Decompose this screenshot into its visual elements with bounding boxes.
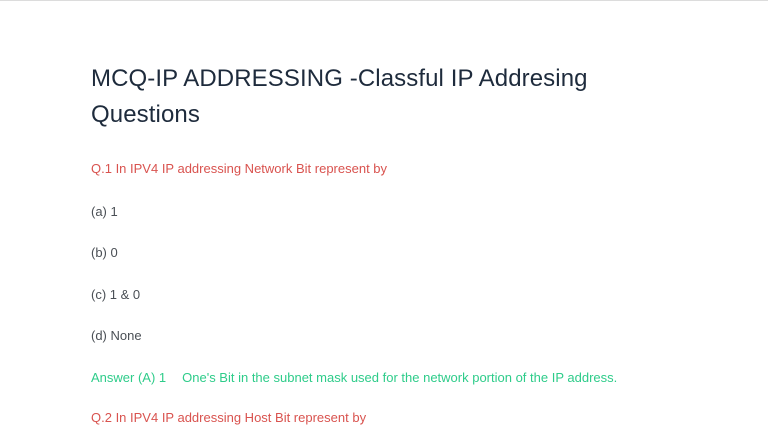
question-1-option-b: (b) 0: [91, 245, 118, 260]
top-border: [0, 0, 768, 1]
question-1-text: Q.1 In IPV4 IP addressing Network Bit re…: [91, 161, 388, 176]
question-1-option-a: (a) 1: [91, 204, 118, 219]
question-2-text: Q.2 In IPV4 IP addressing Host Bit repre…: [91, 410, 367, 425]
question-1-option-d: (d) None: [91, 328, 142, 343]
page-title: MCQ-IP ADDRESSING -Classful IP Addresing…: [91, 65, 588, 128]
question-1-option-c: (c) 1 & 0: [91, 287, 141, 302]
answer-explanation: One's Bit in the subnet mask used for th…: [182, 370, 618, 385]
question-1-answer: Answer (A) 1 One's Bit in the subnet mask…: [91, 370, 617, 385]
answer-label: Answer (A) 1: [91, 370, 167, 385]
